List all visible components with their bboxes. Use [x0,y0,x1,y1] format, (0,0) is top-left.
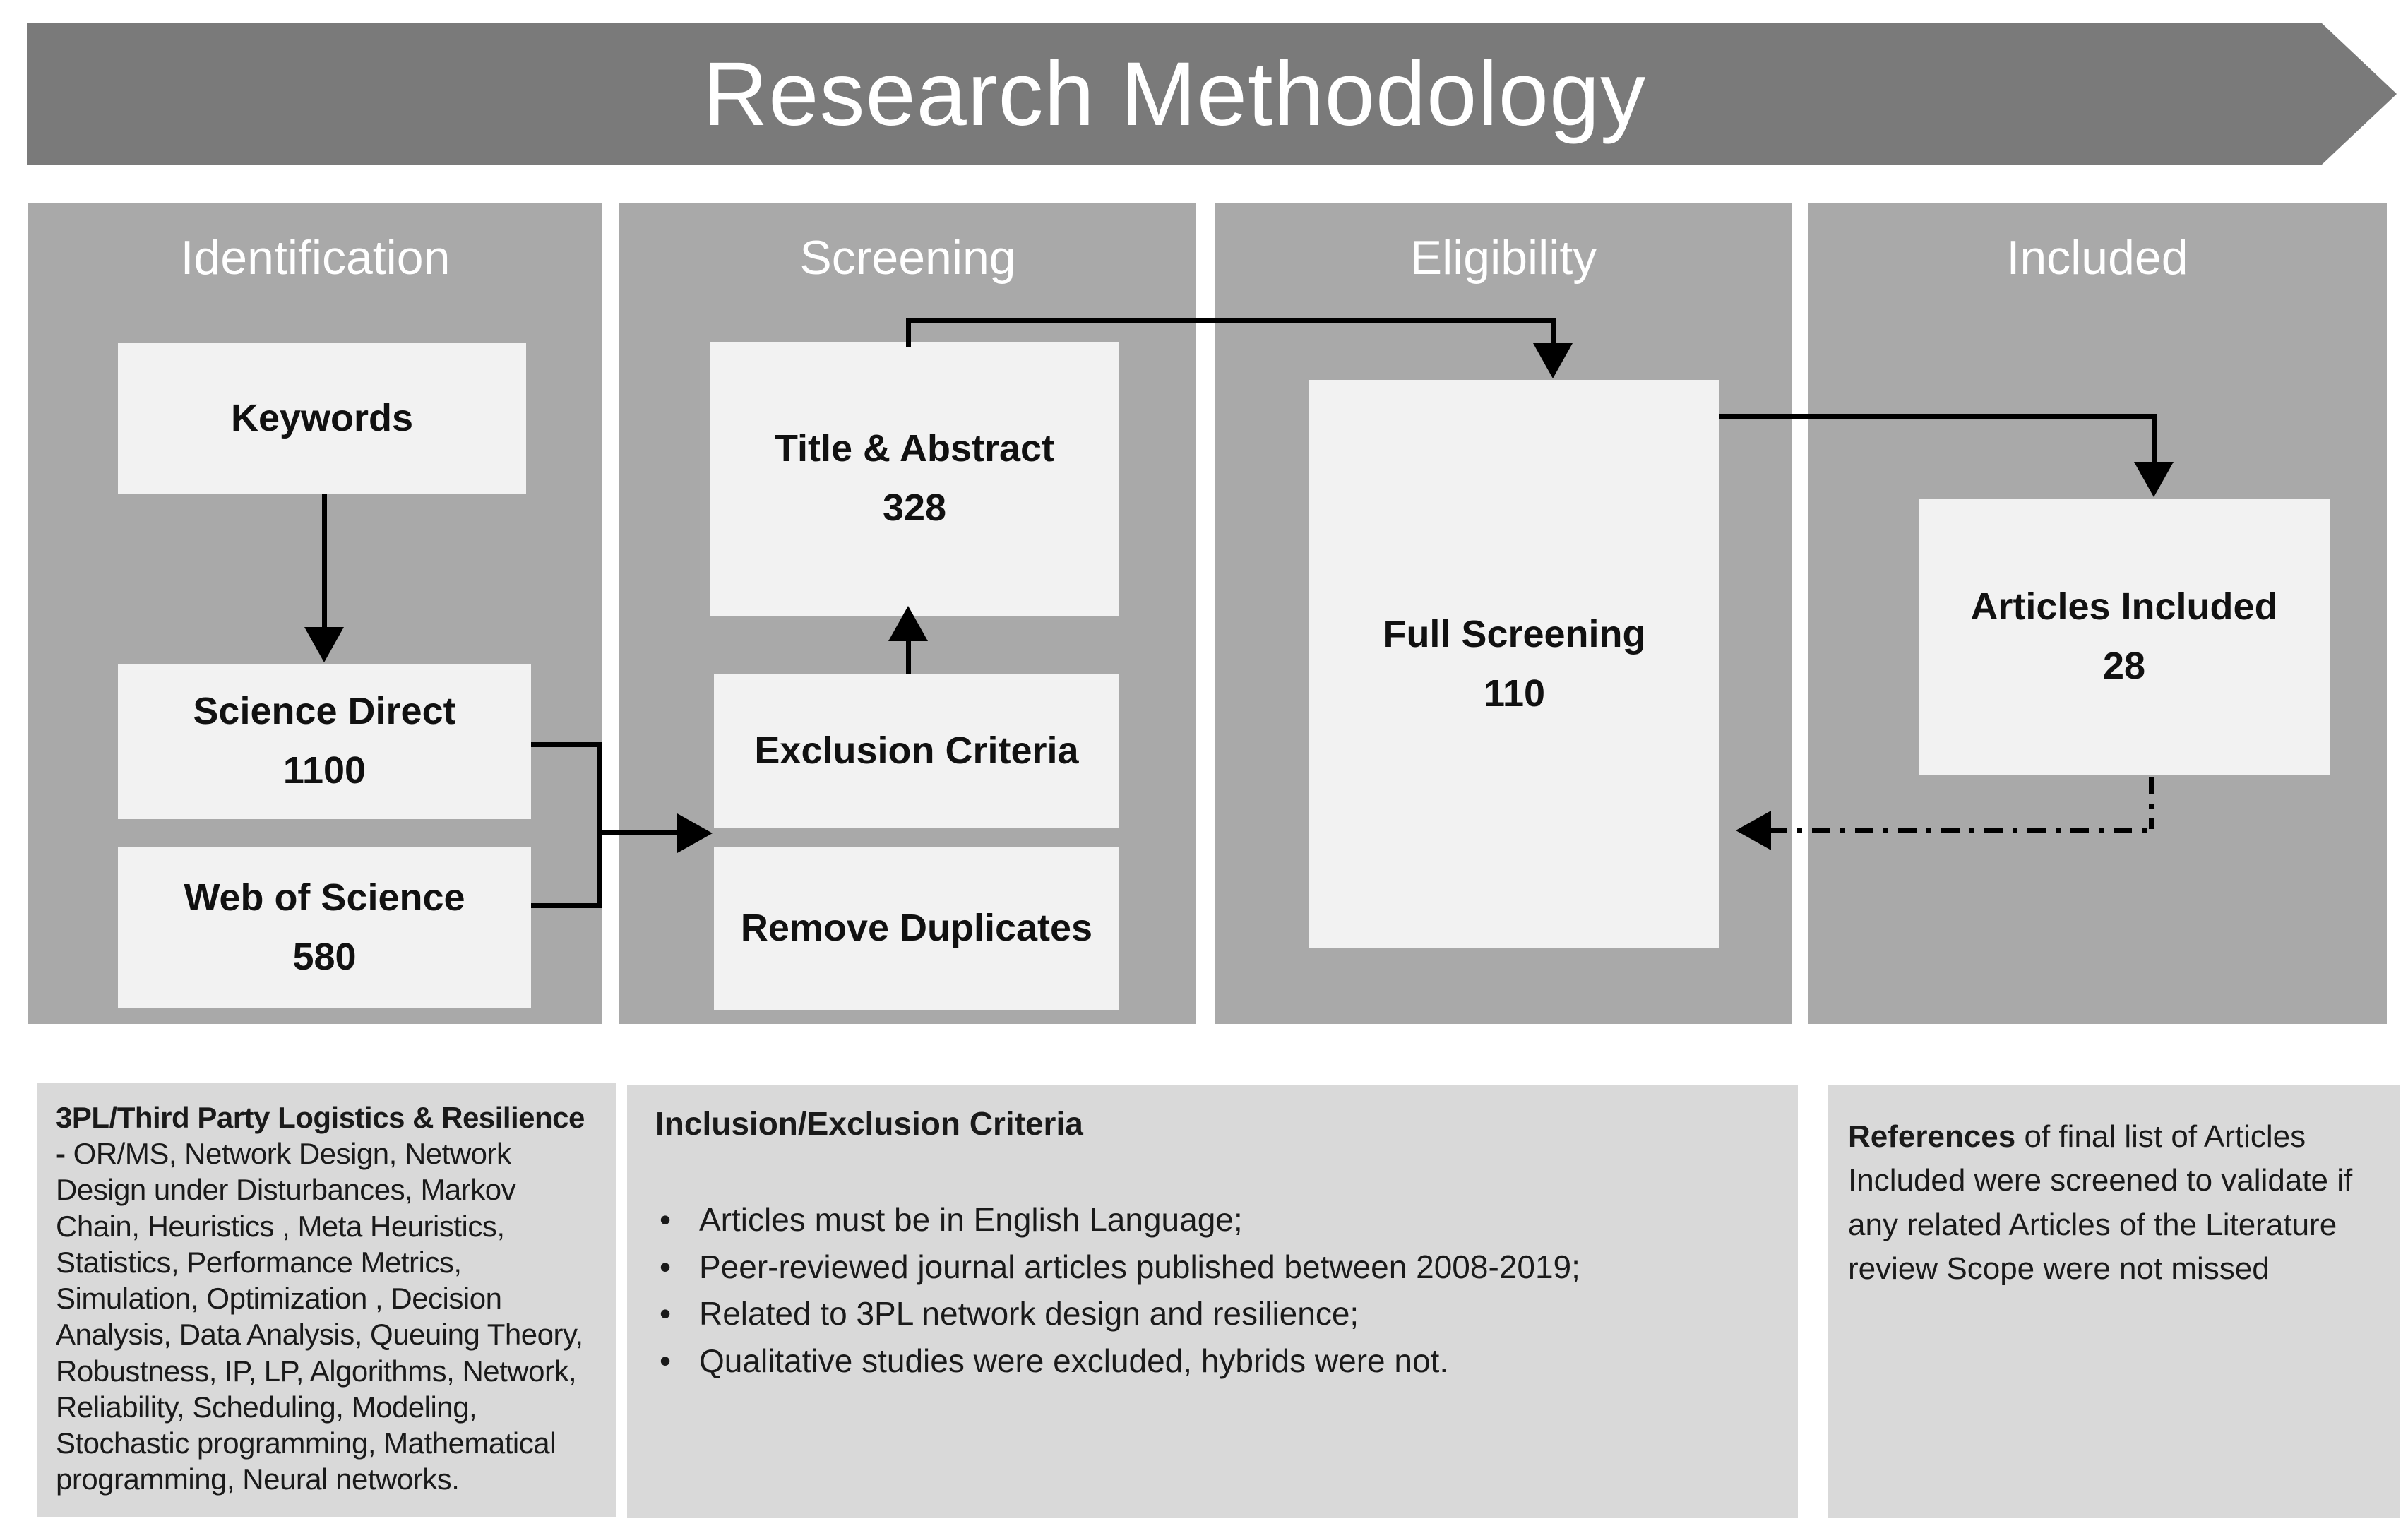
remove-duplicates-label: Remove Duplicates [740,907,1093,950]
page-title: Research Methodology [702,43,1647,145]
arrow-horizontal [906,318,1556,323]
arrowhead-down-icon [1533,343,1573,378]
exclusion-criteria-label: Exclusion Criteria [754,729,1079,772]
dashdot-horizontal [1769,828,2154,833]
banner-arrow-tip-icon [2322,23,2397,165]
flow-box-full-screening: Full Screening 110 [1309,380,1719,948]
keywords-note-body: OR/MS, Network Design, Network Design un… [56,1137,583,1496]
criteria-bullet-item: Articles must be in English Language; [655,1196,1756,1244]
flow-box-keywords: Keywords [118,343,526,494]
arrow-stem [597,830,679,835]
flow-box-articles-included: Articles Included 28 [1919,499,2330,775]
criteria-bullet-item: Peer-reviewed journal articles published… [655,1244,1756,1291]
articles-included-label: Articles Included [1970,585,2278,628]
title-abstract-count: 328 [882,487,947,529]
arrowhead-right-icon [677,813,713,853]
flow-box-remove-duplicates: Remove Duplicates [714,847,1119,1010]
science-direct-label: Science Direct [193,690,456,733]
column-header-screening: Screening [799,231,1016,285]
criteria-bullet-list: Articles must be in English Language; Pe… [655,1196,1756,1385]
arrowhead-down-icon [2134,462,2174,497]
arrowhead-up-icon [888,606,928,641]
arrow-stem [322,494,327,630]
arrow-horizontal [1719,414,2157,419]
arrow-junction-vertical [597,742,602,908]
column-header-included: Included [2006,231,2188,285]
references-note-body: of final list of Articles Included were … [1848,1119,2353,1287]
flow-box-exclusion-criteria: Exclusion Criteria [714,674,1119,828]
articles-included-count: 28 [2102,645,2146,687]
note-inclusion-exclusion-criteria: Inclusion/Exclusion Criteria Articles mu… [627,1085,1798,1518]
keywords-label: Keywords [230,397,414,440]
arrowhead-down-icon [304,627,344,662]
criteria-bullet-item: Qualitative studies were excluded, hybri… [655,1337,1756,1385]
note-search-keywords: 3PL/Third Party Logistics & Resilience -… [37,1083,616,1517]
note-references-validation: References of final list of Articles Inc… [1828,1085,2400,1518]
web-of-science-label: Web of Science [184,876,465,919]
full-screening-count: 110 [1483,672,1546,715]
flow-box-title-abstract: Title & Abstract 328 [710,342,1119,616]
title-banner: Research Methodology [27,23,2322,165]
flow-box-web-of-science: Web of Science 580 [118,847,531,1008]
criteria-bullet-item: Related to 3PL network design and resili… [655,1290,1756,1337]
arrow-stub-up [906,318,911,347]
criteria-note-title: Inclusion/Exclusion Criteria [655,1105,1083,1142]
arrow-stub-web-of-science [531,903,602,908]
references-note-lead: References [1848,1119,2016,1154]
keywords-note-lead: 3PL/Third Party Logistics & Resilience - [56,1101,585,1171]
arrow-stem [2152,414,2157,465]
arrow-stub-science-direct [531,742,600,747]
column-header-eligibility: Eligibility [1409,231,1597,285]
science-direct-count: 1100 [282,749,366,792]
flow-box-science-direct: Science Direct 1100 [118,664,531,819]
dashdot-vertical [2149,777,2154,829]
full-screening-label: Full Screening [1383,612,1646,655]
arrow-stem [906,640,911,674]
column-header-identification: Identification [180,231,451,285]
title-abstract-label: Title & Abstract [774,427,1055,470]
arrowhead-left-icon [1736,811,1771,850]
arrow-stem [1551,318,1556,348]
web-of-science-count: 580 [292,935,357,978]
